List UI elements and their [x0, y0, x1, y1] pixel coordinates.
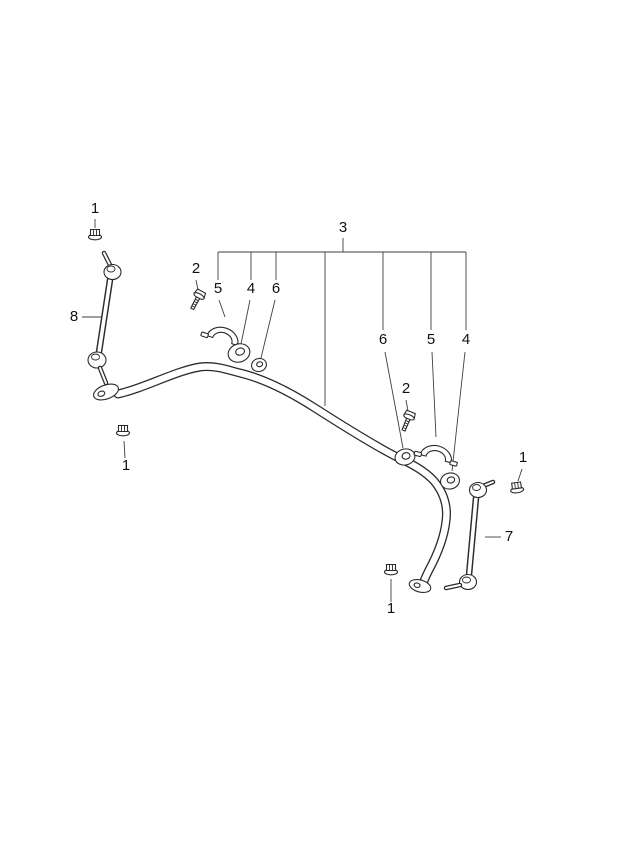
bar-ring-left [251, 357, 267, 373]
bushing-cluster-right [394, 409, 461, 490]
callout-1-bottom: 1 [387, 600, 395, 617]
bar-right-eye [408, 578, 432, 594]
callout-5-right: 5 [427, 331, 435, 348]
bar-bracket-right [413, 439, 461, 467]
bar-bushing-left [227, 343, 251, 363]
bar-bushing-right-inner [394, 448, 416, 466]
bushing-cluster-left [186, 287, 267, 373]
callout-1-lower-left: 1 [122, 457, 130, 474]
callout-4-right: 4 [462, 331, 470, 348]
bar-left-eye [93, 383, 119, 401]
nut-right [509, 481, 525, 495]
nut-lower-left [115, 424, 131, 437]
callout-6-left: 6 [272, 280, 280, 297]
bracket-bolt-left [186, 287, 208, 312]
callout-5-left: 5 [214, 280, 222, 297]
callout-1-upper-left: 1 [91, 200, 99, 217]
callout-3-bracket-lines [217, 238, 467, 406]
stabilizer-bar [93, 362, 451, 594]
bar-bushing-right-outer [440, 472, 460, 490]
stabilizer-link-right [443, 479, 496, 591]
leader-lines [82, 219, 523, 602]
bracket-bolt-right [397, 409, 417, 434]
stabilizer-link-left [87, 250, 122, 386]
callout-7: 7 [505, 528, 513, 545]
callout-labels: 1 8 1 2 5 4 6 3 6 5 4 2 1 7 1 [70, 200, 527, 617]
callout-8: 8 [70, 308, 78, 325]
callout-6-right: 6 [379, 331, 387, 348]
callout-3: 3 [339, 219, 347, 236]
callout-1-right: 1 [519, 449, 527, 466]
nut-bottom [383, 563, 399, 576]
callout-2-right: 2 [402, 380, 410, 397]
nut-upper-left [87, 228, 103, 241]
callout-4-left: 4 [247, 280, 255, 297]
callout-2-left: 2 [192, 260, 200, 277]
